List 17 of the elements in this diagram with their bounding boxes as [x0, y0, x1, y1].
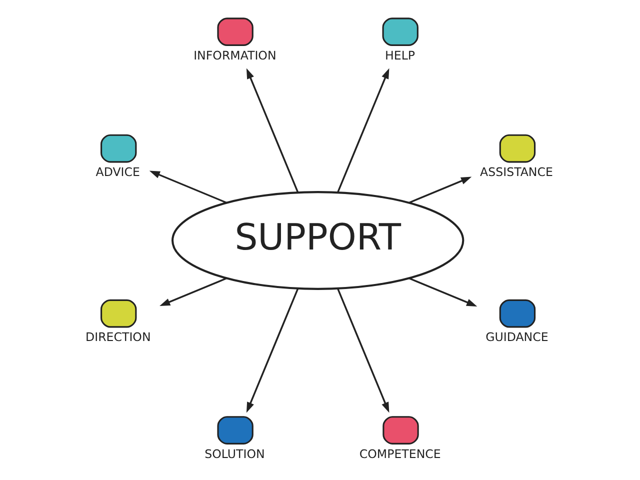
node-ellipse: SUPPORT	[171, 190, 464, 290]
arrow	[408, 276, 478, 306]
node-label: DIRECTION	[86, 330, 151, 344]
arrow	[408, 176, 472, 204]
arrow	[149, 170, 227, 204]
node-label: SOLUTION	[204, 446, 265, 460]
arrow	[336, 68, 390, 192]
arrow	[336, 288, 390, 412]
node-label: ADVICE	[96, 164, 140, 179]
arrow	[246, 68, 299, 192]
node-label: GUIDANCE	[486, 330, 548, 344]
node-label: COMPETENCE	[359, 446, 441, 460]
node-label: INFORMATION	[194, 48, 276, 62]
node-label: ASSISTANCE	[480, 164, 553, 179]
node-label: HELP	[385, 48, 416, 62]
arrow	[246, 288, 299, 412]
arrow	[160, 276, 227, 306]
